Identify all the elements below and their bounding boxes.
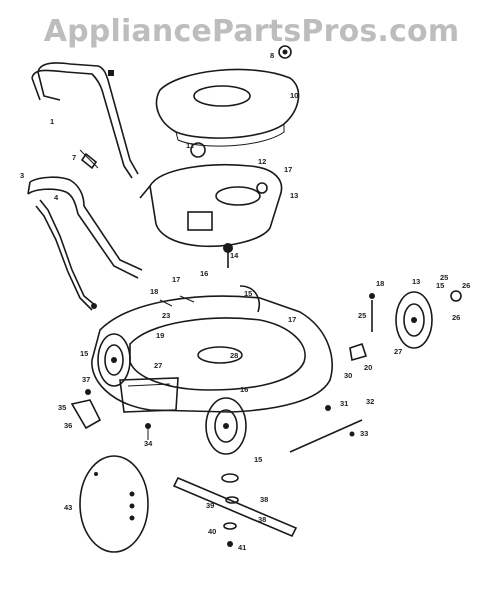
callout-label: 41 bbox=[238, 543, 246, 552]
fuel-cap[interactable] bbox=[278, 45, 292, 59]
callout-label: 20 bbox=[364, 363, 372, 372]
blade[interactable] bbox=[172, 473, 298, 547]
callout-label: 26 bbox=[452, 313, 460, 322]
callout-label: 13 bbox=[290, 191, 298, 200]
callout-label: 26 bbox=[462, 281, 470, 290]
callout-label: 7 bbox=[72, 153, 76, 162]
callout-label: 27 bbox=[394, 347, 402, 356]
callout-label: 39 bbox=[206, 501, 214, 510]
callout-label: 27 bbox=[154, 361, 162, 370]
spare-wheel-right[interactable] bbox=[349, 290, 462, 362]
callout-label: 18 bbox=[376, 279, 384, 288]
callout-label: 11 bbox=[186, 141, 194, 150]
callout-label: 15 bbox=[254, 455, 262, 464]
callout-label: 18 bbox=[150, 287, 158, 296]
engine-cover[interactable] bbox=[155, 68, 300, 147]
callout-label: 13 bbox=[412, 277, 420, 286]
callout-label: 16 bbox=[240, 385, 248, 394]
discharge-chute[interactable] bbox=[119, 377, 179, 413]
axle-rod[interactable] bbox=[289, 405, 363, 453]
handle-clip[interactable] bbox=[79, 149, 99, 170]
callout-label: 37 bbox=[82, 375, 90, 384]
callout-label: 43 bbox=[64, 503, 72, 512]
callout-label: 17 bbox=[284, 165, 292, 174]
callout-label: 33 bbox=[360, 429, 368, 438]
callout-label: 15 bbox=[80, 349, 88, 358]
grass-shield-disc[interactable] bbox=[79, 455, 149, 553]
callout-label: 14 bbox=[230, 251, 239, 260]
rear-wheel-left[interactable] bbox=[97, 333, 131, 387]
engine-assembly[interactable] bbox=[139, 142, 283, 268]
callout-label: 34 bbox=[144, 439, 153, 448]
callout-label: 28 bbox=[230, 351, 238, 360]
callout-label: 15 bbox=[244, 289, 252, 298]
callout-label: 19 bbox=[156, 331, 164, 340]
lower-handle[interactable] bbox=[27, 176, 143, 311]
callout-label: 15 bbox=[436, 281, 444, 290]
callout-label: 25 bbox=[358, 311, 366, 320]
callout-label: 17 bbox=[288, 315, 296, 324]
callout-label: 30 bbox=[344, 371, 352, 380]
callout-label: 23 bbox=[162, 311, 170, 320]
callout-label: 31 bbox=[340, 399, 348, 408]
small-bracket[interactable] bbox=[70, 389, 151, 440]
front-wheel[interactable] bbox=[205, 397, 247, 455]
callout-label: 12 bbox=[258, 157, 266, 166]
callout-label: 32 bbox=[366, 397, 374, 406]
callout-label: 17 bbox=[172, 275, 180, 284]
callout-label: 40 bbox=[208, 527, 216, 536]
callout-label: 1 bbox=[50, 117, 54, 126]
callout-label: 8 bbox=[270, 51, 274, 60]
callout-label: 25 bbox=[440, 273, 448, 282]
callout-label: 36 bbox=[64, 421, 72, 430]
callout-label: 16 bbox=[200, 269, 208, 278]
upper-handle[interactable] bbox=[31, 62, 139, 179]
callout-label: 35 bbox=[58, 403, 66, 412]
callout-label: 38 bbox=[260, 495, 268, 504]
callout-label: 38 bbox=[258, 515, 266, 524]
callout-label: 10 bbox=[290, 91, 298, 100]
callout-label: 3 bbox=[20, 171, 24, 180]
callout-label: 4 bbox=[54, 193, 59, 202]
watermark-text: AppliancePartsPros.com bbox=[43, 14, 460, 49]
